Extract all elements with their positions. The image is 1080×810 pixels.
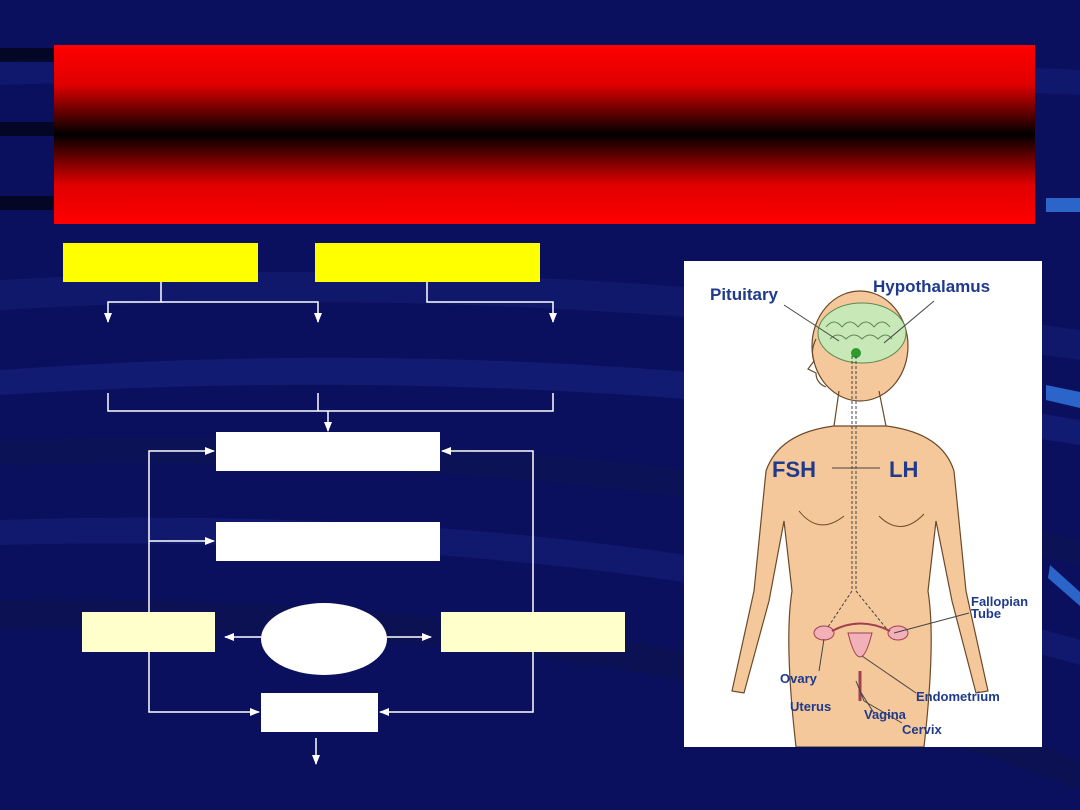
label-uterus: Uterus xyxy=(790,699,832,714)
flow-box-top-right xyxy=(315,243,540,282)
label-tube: Tube xyxy=(971,606,1002,621)
label-lh: LH xyxy=(889,457,919,482)
label-vagina: Vagina xyxy=(864,707,906,722)
flow-box-center-2 xyxy=(216,522,440,561)
flow-box-center-1 xyxy=(216,432,440,471)
flow-box-left xyxy=(82,612,215,652)
label-ovary: Ovary xyxy=(780,671,817,686)
label-hypothalamus: Hypothalamus xyxy=(873,277,991,296)
title-banner xyxy=(54,45,1035,224)
female-body-illustration xyxy=(731,290,989,747)
flow-oval xyxy=(261,603,387,675)
flow-box-top-left xyxy=(63,243,258,282)
label-fallopian: Fallopian xyxy=(971,594,1029,609)
flow-box-bottom xyxy=(261,693,378,732)
label-fsh: FSH xyxy=(772,457,816,482)
flow-box-right xyxy=(441,612,625,652)
anatomy-illustration: Pituitary Hypothalamus FSH LH Fallopian … xyxy=(684,261,1042,747)
label-pituitary: Pituitary xyxy=(710,285,779,304)
label-endometrium: Endometrium xyxy=(916,689,1000,704)
label-cervix: Cervix xyxy=(902,722,942,737)
